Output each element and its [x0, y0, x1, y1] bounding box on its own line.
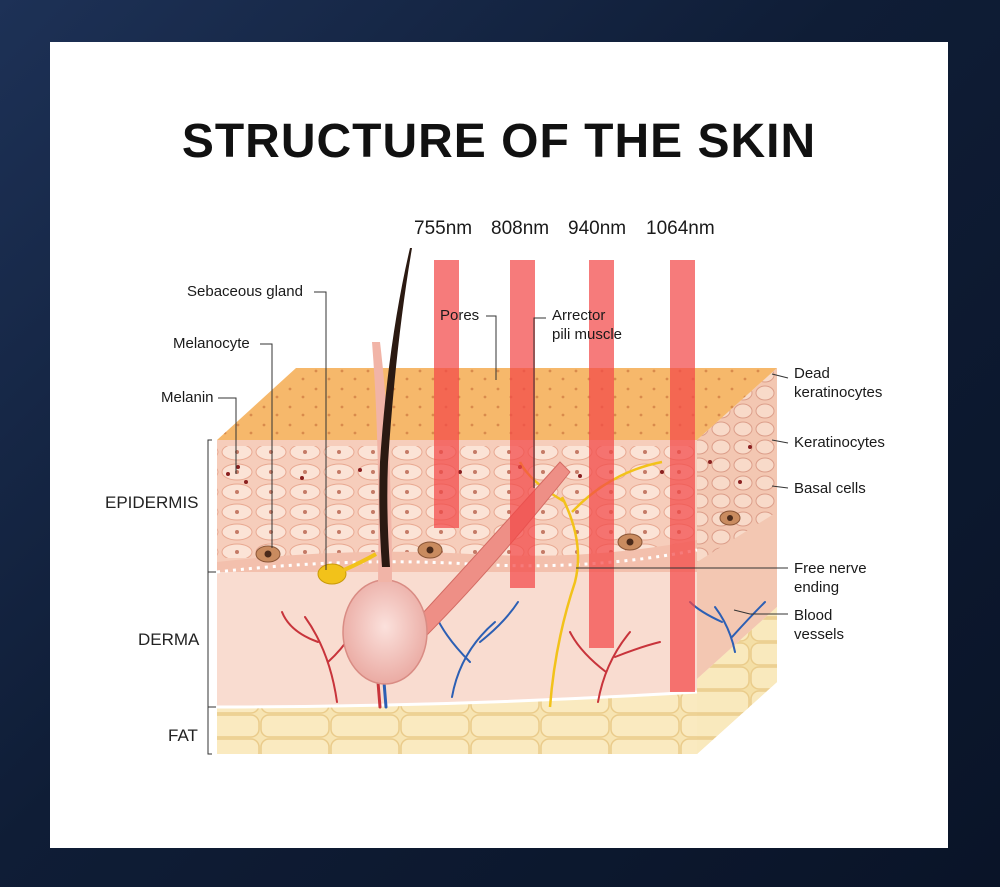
beam-755nm	[434, 260, 459, 528]
beam-1064nm	[670, 260, 695, 692]
surface-pores-dots	[217, 368, 777, 440]
label-nerve-line2: ending	[794, 579, 840, 596]
basal-membrane	[216, 548, 698, 574]
wavelength-label-1064: 1064nm	[646, 218, 715, 239]
wavelength-label-755: 755nm	[414, 218, 473, 239]
layer-label-fat: FAT	[168, 726, 198, 745]
layer-label-derma: DERMA	[138, 630, 200, 649]
label-melanocyte: Melanocyte	[173, 335, 250, 352]
derma-layer	[217, 572, 697, 707]
melanin-granules	[226, 445, 752, 484]
label-arrector-line1: Arrector	[552, 307, 606, 324]
sebaceous-gland-shape	[317, 563, 347, 585]
label-blood-line2: vessels	[794, 626, 845, 643]
label-keratinocytes: Keratinocytes	[794, 434, 885, 451]
label-basal-cells: Basal cells	[794, 480, 866, 497]
laser-beams	[434, 260, 695, 692]
skin-cross-section	[207, 248, 789, 755]
label-nerve-line1: Free nerve	[794, 560, 867, 577]
derma-fat-border	[216, 690, 698, 709]
label-arrector-line2: pili muscle	[552, 326, 623, 343]
hair-follicle	[342, 579, 428, 685]
wavelength-label-940: 940nm	[568, 218, 627, 239]
side-face-cells	[697, 368, 777, 562]
label-blood-line1: Blood	[794, 607, 833, 624]
leader-lines	[218, 291, 789, 615]
diagram-card: STRUCTURE OF THE SKIN	[50, 42, 948, 848]
label-sebaceous-gland: Sebaceous gland	[187, 283, 303, 300]
hair-shaft	[379, 248, 412, 567]
label-melanin: Melanin	[161, 389, 214, 406]
label-dead-line2: keratinocytes	[794, 384, 883, 401]
beam-940nm	[589, 260, 614, 648]
layer-brackets	[207, 439, 216, 755]
wavelength-label-808: 808nm	[491, 218, 550, 239]
label-pores: Pores	[440, 307, 480, 324]
page-title: STRUCTURE OF THE SKIN	[181, 115, 817, 168]
melanocytes	[255, 510, 741, 563]
sebaceous-duct	[343, 552, 377, 572]
side-fat-cells	[697, 607, 777, 754]
label-dead-line1: Dead	[794, 365, 830, 382]
beam-808nm	[510, 260, 535, 588]
layer-label-epidermis: EPIDERMIS	[105, 493, 199, 512]
